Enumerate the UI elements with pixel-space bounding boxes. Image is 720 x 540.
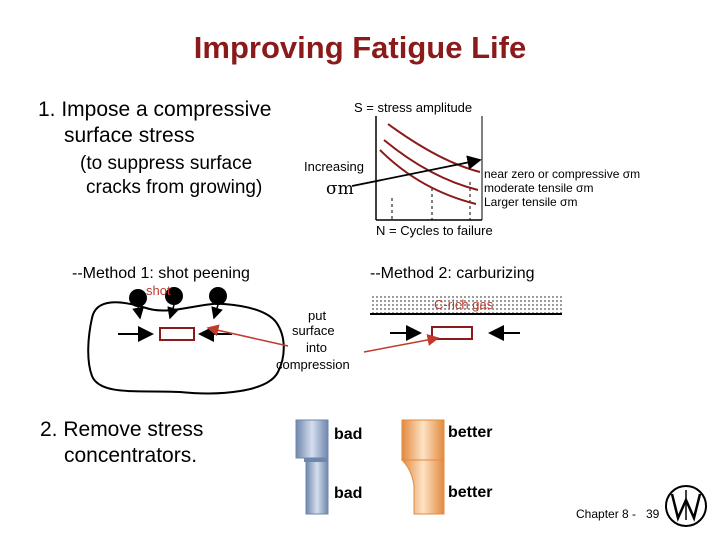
surface-label: surface [292, 323, 335, 338]
chart-ylabel: S = stress amplitude [354, 100, 473, 115]
point1-sub2: cracks from growing) [86, 177, 263, 198]
page-number: 39 [646, 507, 660, 521]
bad-label-1: bad [334, 426, 363, 443]
bad-shaft-upper [295, 419, 329, 459]
legend-near-zero: near zero or compressive σm [484, 167, 641, 181]
curve-near-zero [387, 123, 481, 173]
better-shaft-upper [401, 419, 445, 461]
point2-line2: concentrators. [64, 444, 198, 467]
point1-line2: surface stress [64, 124, 195, 147]
increasing-label: Increasing [304, 159, 364, 174]
bad-label-2: bad [334, 485, 363, 502]
better-shaft [400, 419, 445, 515]
chapter-label: Chapter 8 - [576, 507, 637, 521]
into-label: into [306, 340, 327, 355]
crack-element-2 [431, 326, 473, 340]
pointer-arrow-2 [363, 334, 440, 353]
wiley-logo [665, 485, 707, 527]
shot-arrow-3 [211, 304, 223, 320]
bad-step [304, 458, 328, 462]
shot-arrow-1 [132, 306, 145, 320]
legend-moderate: moderate tensile σm [484, 181, 594, 195]
pointer-arrow-1 [206, 324, 289, 347]
gas-label: C-rich gas [434, 297, 494, 312]
part-outline [87, 301, 285, 395]
gas-region [370, 296, 562, 314]
method1-title: --Method 1: shot peening [72, 265, 250, 282]
sigma-m-label: σm [326, 179, 354, 199]
chart-xlabel: N = Cycles to failure [376, 223, 493, 238]
bad-shaft-lower [305, 457, 329, 515]
better-label-2: better [448, 484, 493, 501]
shot-ball-3 [209, 287, 227, 305]
shot-arrow-2 [167, 304, 179, 320]
better-shaft-lower [400, 459, 445, 515]
shot-ball-2 [165, 287, 183, 305]
compression-label: compression [276, 357, 350, 372]
point1-line1: 1. Impose a compressive [38, 98, 272, 121]
shot-ball-1 [129, 289, 147, 307]
shot-peening-diagram [87, 287, 289, 395]
method2-title: --Method 2: carburizing [370, 265, 535, 282]
page-title: Improving Fatigue Life [193, 30, 527, 65]
put-label: put [308, 308, 327, 323]
point2-line1: 2. Remove stress [40, 418, 204, 441]
shot-label: shot [146, 283, 171, 298]
crack-element-1 [159, 327, 195, 341]
curve-larger-tensile [379, 149, 477, 205]
better-label-1: better [448, 424, 493, 441]
sn-chart [351, 116, 483, 221]
legend-larger: Larger tensile σm [484, 195, 578, 209]
point1-sub1: (to suppress surface [80, 153, 253, 174]
increasing-arrow [351, 155, 482, 187]
bad-shaft [295, 419, 329, 515]
curve-moderate-tensile [383, 139, 479, 191]
carburizing-diagram [363, 296, 562, 353]
